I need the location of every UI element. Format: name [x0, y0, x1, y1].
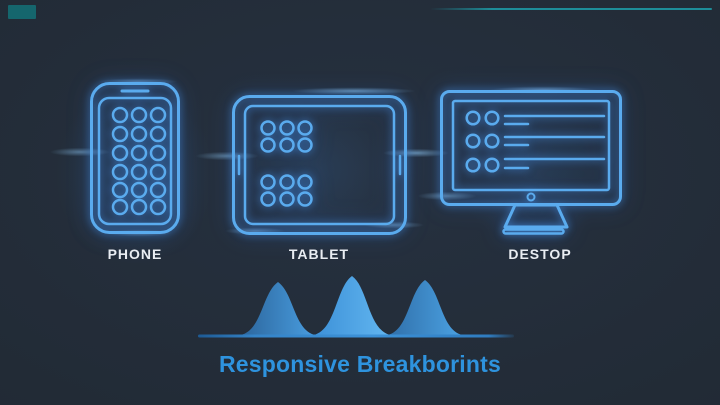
baseline: [198, 334, 514, 338]
phone-body: [90, 82, 180, 234]
monitor-base: [502, 228, 565, 235]
tablet-icon: [232, 95, 407, 235]
slide-title: Responsive Breakborints: [219, 351, 501, 377]
monitor-screen: [451, 99, 611, 192]
phone-app-dot-grid: [111, 106, 167, 216]
device-desktop: [440, 90, 622, 236]
device-label-phone: PHONE: [107, 246, 163, 262]
monitor-stand: [503, 203, 569, 229]
breakpoints-graphic: [198, 276, 514, 338]
teal-corner-chip: [8, 5, 36, 19]
device-phone: [90, 82, 180, 234]
phone-screen: [97, 96, 173, 226]
device-tablet: [232, 95, 407, 235]
monitor-body: [440, 90, 622, 206]
tablet-screen: [243, 104, 396, 226]
device-label-tablet: TABLET: [288, 246, 350, 262]
peak-1: [236, 282, 320, 336]
teal-top-line: [430, 8, 712, 10]
peak-2: [309, 276, 395, 336]
screen-list-rows: [465, 110, 606, 173]
desktop-icon: [440, 90, 622, 235]
phone-icon: [90, 82, 180, 234]
tablet-app-dot-grid: [260, 120, 313, 207]
tablet-body: [232, 95, 407, 235]
device-label-desktop: DESTOP: [508, 246, 572, 262]
monitor-webcam: [526, 192, 536, 202]
peak-3: [383, 280, 467, 336]
